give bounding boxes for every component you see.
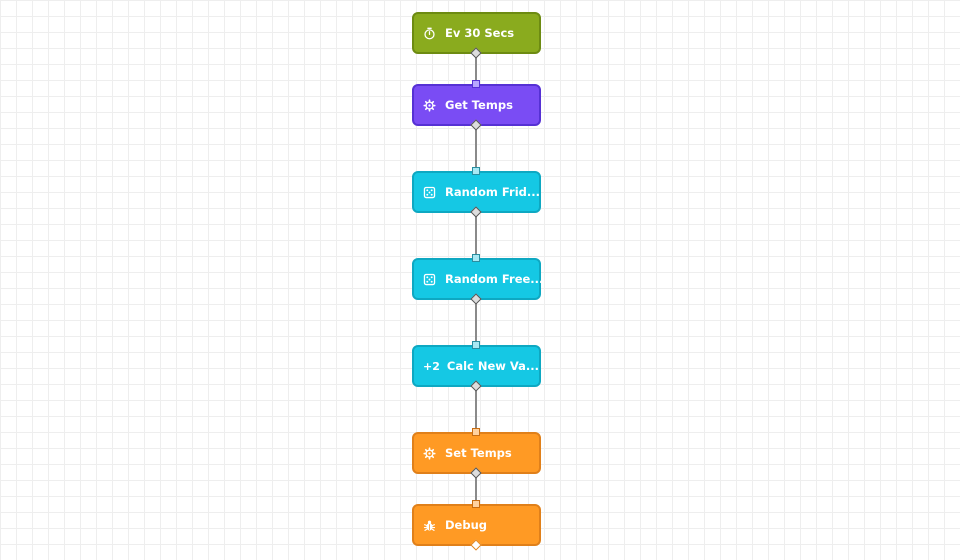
dice-icon: [423, 186, 436, 199]
node-label: Debug: [445, 518, 487, 532]
input-port[interactable]: [472, 254, 480, 262]
connection-wire: [475, 474, 477, 504]
bug-icon: [423, 519, 436, 532]
flow-node-calc-new-va[interactable]: +2 Calc New Va...: [412, 345, 541, 387]
input-port[interactable]: [472, 428, 480, 436]
node-label: Ev 30 Secs: [445, 26, 515, 40]
node-label: Calc New Va...: [446, 359, 540, 373]
input-port[interactable]: [472, 500, 480, 508]
gear-icon: [423, 446, 436, 460]
connection-wire: [475, 126, 477, 171]
dice-icon: [423, 273, 436, 286]
node-label: Set Temps: [445, 446, 512, 460]
gear-icon: [423, 98, 436, 112]
flow-node-debug[interactable]: Debug: [412, 504, 541, 546]
node-label: Get Temps: [445, 98, 513, 112]
input-port[interactable]: [472, 80, 480, 88]
input-port[interactable]: [472, 167, 480, 175]
connection-wire: [475, 54, 477, 84]
input-port[interactable]: [472, 341, 480, 349]
connection-wire: [475, 300, 477, 345]
node-label: Random Frid...: [445, 185, 540, 199]
node-label: Random Free...: [445, 272, 544, 286]
connection-wire: [475, 387, 477, 432]
timer-icon: [423, 27, 436, 40]
plus-two-icon: +2: [423, 359, 440, 373]
connection-wire: [475, 213, 477, 258]
flow-node-set-temps[interactable]: Set Temps: [412, 432, 541, 474]
